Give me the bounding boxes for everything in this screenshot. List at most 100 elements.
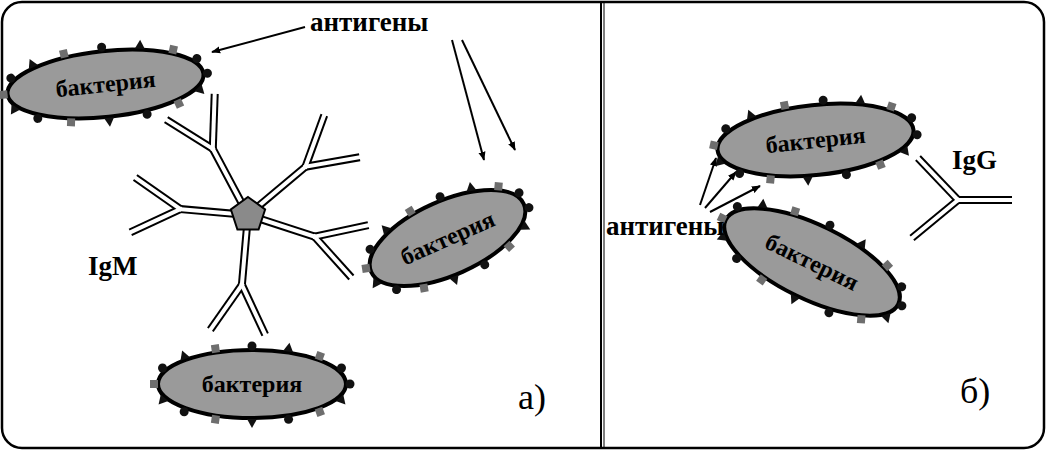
leader-arrows bbox=[212, 27, 760, 212]
antigen-triangle bbox=[193, 84, 204, 95]
antibody-arm bbox=[210, 285, 242, 330]
antibody-arm bbox=[315, 225, 369, 236]
antigen-dot bbox=[513, 187, 525, 199]
antigen-square bbox=[857, 315, 866, 324]
antibody-arm bbox=[130, 209, 180, 232]
antigen-square bbox=[756, 274, 767, 285]
antigen-dot bbox=[158, 363, 167, 372]
antigen-dot bbox=[390, 284, 402, 296]
antigen-square bbox=[404, 206, 415, 217]
antigen-label: антигены bbox=[606, 212, 724, 242]
antigen-square bbox=[766, 175, 775, 184]
antigen-triangle bbox=[787, 294, 800, 306]
antigen-square bbox=[419, 283, 428, 292]
antigen-triangle bbox=[247, 419, 257, 428]
panel-divider bbox=[600, 2, 602, 448]
antigen-square bbox=[875, 159, 885, 169]
antigen-triangle bbox=[368, 276, 381, 288]
antigen-dot bbox=[191, 54, 201, 64]
antigen-triangle bbox=[336, 394, 346, 404]
antigen-dot bbox=[5, 73, 15, 83]
antibody-label: IgG bbox=[952, 146, 997, 176]
bacterium-outline bbox=[709, 187, 914, 338]
antigen-square bbox=[173, 98, 184, 109]
antigen-triangle bbox=[283, 343, 293, 353]
antibody-arm bbox=[166, 120, 213, 149]
leader-arrow bbox=[452, 40, 484, 160]
antibody-arm bbox=[305, 115, 324, 167]
antigen-triangle bbox=[714, 156, 725, 167]
antigen-label: антигены bbox=[310, 8, 428, 38]
antigen-dot bbox=[731, 201, 743, 213]
antigen-triangle bbox=[180, 351, 189, 361]
antigen-square bbox=[150, 380, 158, 388]
bacterium: бактерия bbox=[154, 346, 350, 422]
antibody-arm bbox=[242, 285, 265, 335]
antibody-arm bbox=[135, 178, 180, 210]
antigen-triangle bbox=[854, 94, 865, 105]
antibody-arm bbox=[315, 237, 352, 278]
antibody-arm bbox=[958, 196, 1012, 204]
antigen-triangle bbox=[463, 181, 476, 194]
antigen-dot bbox=[32, 113, 42, 123]
j-chain bbox=[231, 197, 265, 230]
antigen-triangle bbox=[27, 58, 37, 69]
bacterium-label: бактерия bbox=[202, 371, 302, 397]
antigen-square bbox=[503, 241, 514, 252]
antigen-dot bbox=[478, 259, 490, 271]
leader-arrow bbox=[705, 172, 736, 208]
antigen-dot bbox=[434, 191, 446, 203]
antigen-triangle bbox=[856, 236, 869, 249]
antigen-dot bbox=[906, 113, 916, 123]
antigen-triangle bbox=[745, 109, 756, 120]
antigen-square bbox=[66, 118, 74, 126]
antigen-triangle bbox=[133, 39, 144, 50]
antigen-dot bbox=[346, 380, 355, 389]
antibody-arm bbox=[958, 198, 1012, 202]
antigen-dot bbox=[912, 130, 922, 140]
antibody-arm bbox=[912, 200, 958, 238]
antigen-square bbox=[211, 415, 220, 424]
antibody-arm bbox=[135, 178, 180, 210]
bacterium-outline bbox=[713, 95, 916, 185]
antigen-dot bbox=[202, 68, 212, 78]
antigen-square bbox=[790, 206, 800, 216]
bacterium-outline bbox=[4, 41, 207, 127]
antibody-arm bbox=[242, 285, 265, 335]
antigen-triangle bbox=[880, 310, 893, 323]
antigen-triangle bbox=[898, 146, 908, 157]
antibody-arm bbox=[210, 285, 242, 330]
antigen-dot bbox=[142, 109, 152, 119]
antibody-arm bbox=[305, 157, 359, 167]
antigen-dot bbox=[896, 281, 908, 293]
leader-arrow bbox=[462, 40, 515, 150]
antigen-dot bbox=[734, 168, 744, 178]
antigen-dot bbox=[284, 415, 293, 424]
antibody-arm bbox=[315, 237, 352, 278]
antigen-dot bbox=[731, 252, 743, 264]
antigen-square bbox=[361, 264, 370, 273]
antigen-triangle bbox=[159, 394, 169, 404]
antigen-square bbox=[211, 344, 220, 353]
antigen-triangle bbox=[104, 117, 115, 127]
bacterium-outline bbox=[158, 350, 346, 418]
antibody-label: IgM bbox=[88, 252, 138, 282]
antigen-dot bbox=[824, 219, 836, 231]
panel-letter: а) bbox=[518, 378, 546, 418]
leader-arrow bbox=[212, 27, 305, 52]
antigen-dot bbox=[180, 407, 189, 416]
antibody-arm bbox=[213, 94, 215, 149]
antigen-triangle bbox=[9, 103, 20, 114]
antigen-square bbox=[168, 45, 178, 55]
antigen-dot bbox=[523, 202, 535, 214]
antigen-dot bbox=[720, 124, 730, 134]
antibody-arm bbox=[305, 115, 324, 167]
antigen-dot bbox=[896, 300, 908, 312]
panel-letter: б) bbox=[960, 372, 990, 412]
antigen-dot bbox=[337, 363, 346, 372]
antigen-square bbox=[59, 49, 69, 59]
antigen-triangle bbox=[517, 220, 530, 233]
antigen-square bbox=[779, 101, 788, 110]
